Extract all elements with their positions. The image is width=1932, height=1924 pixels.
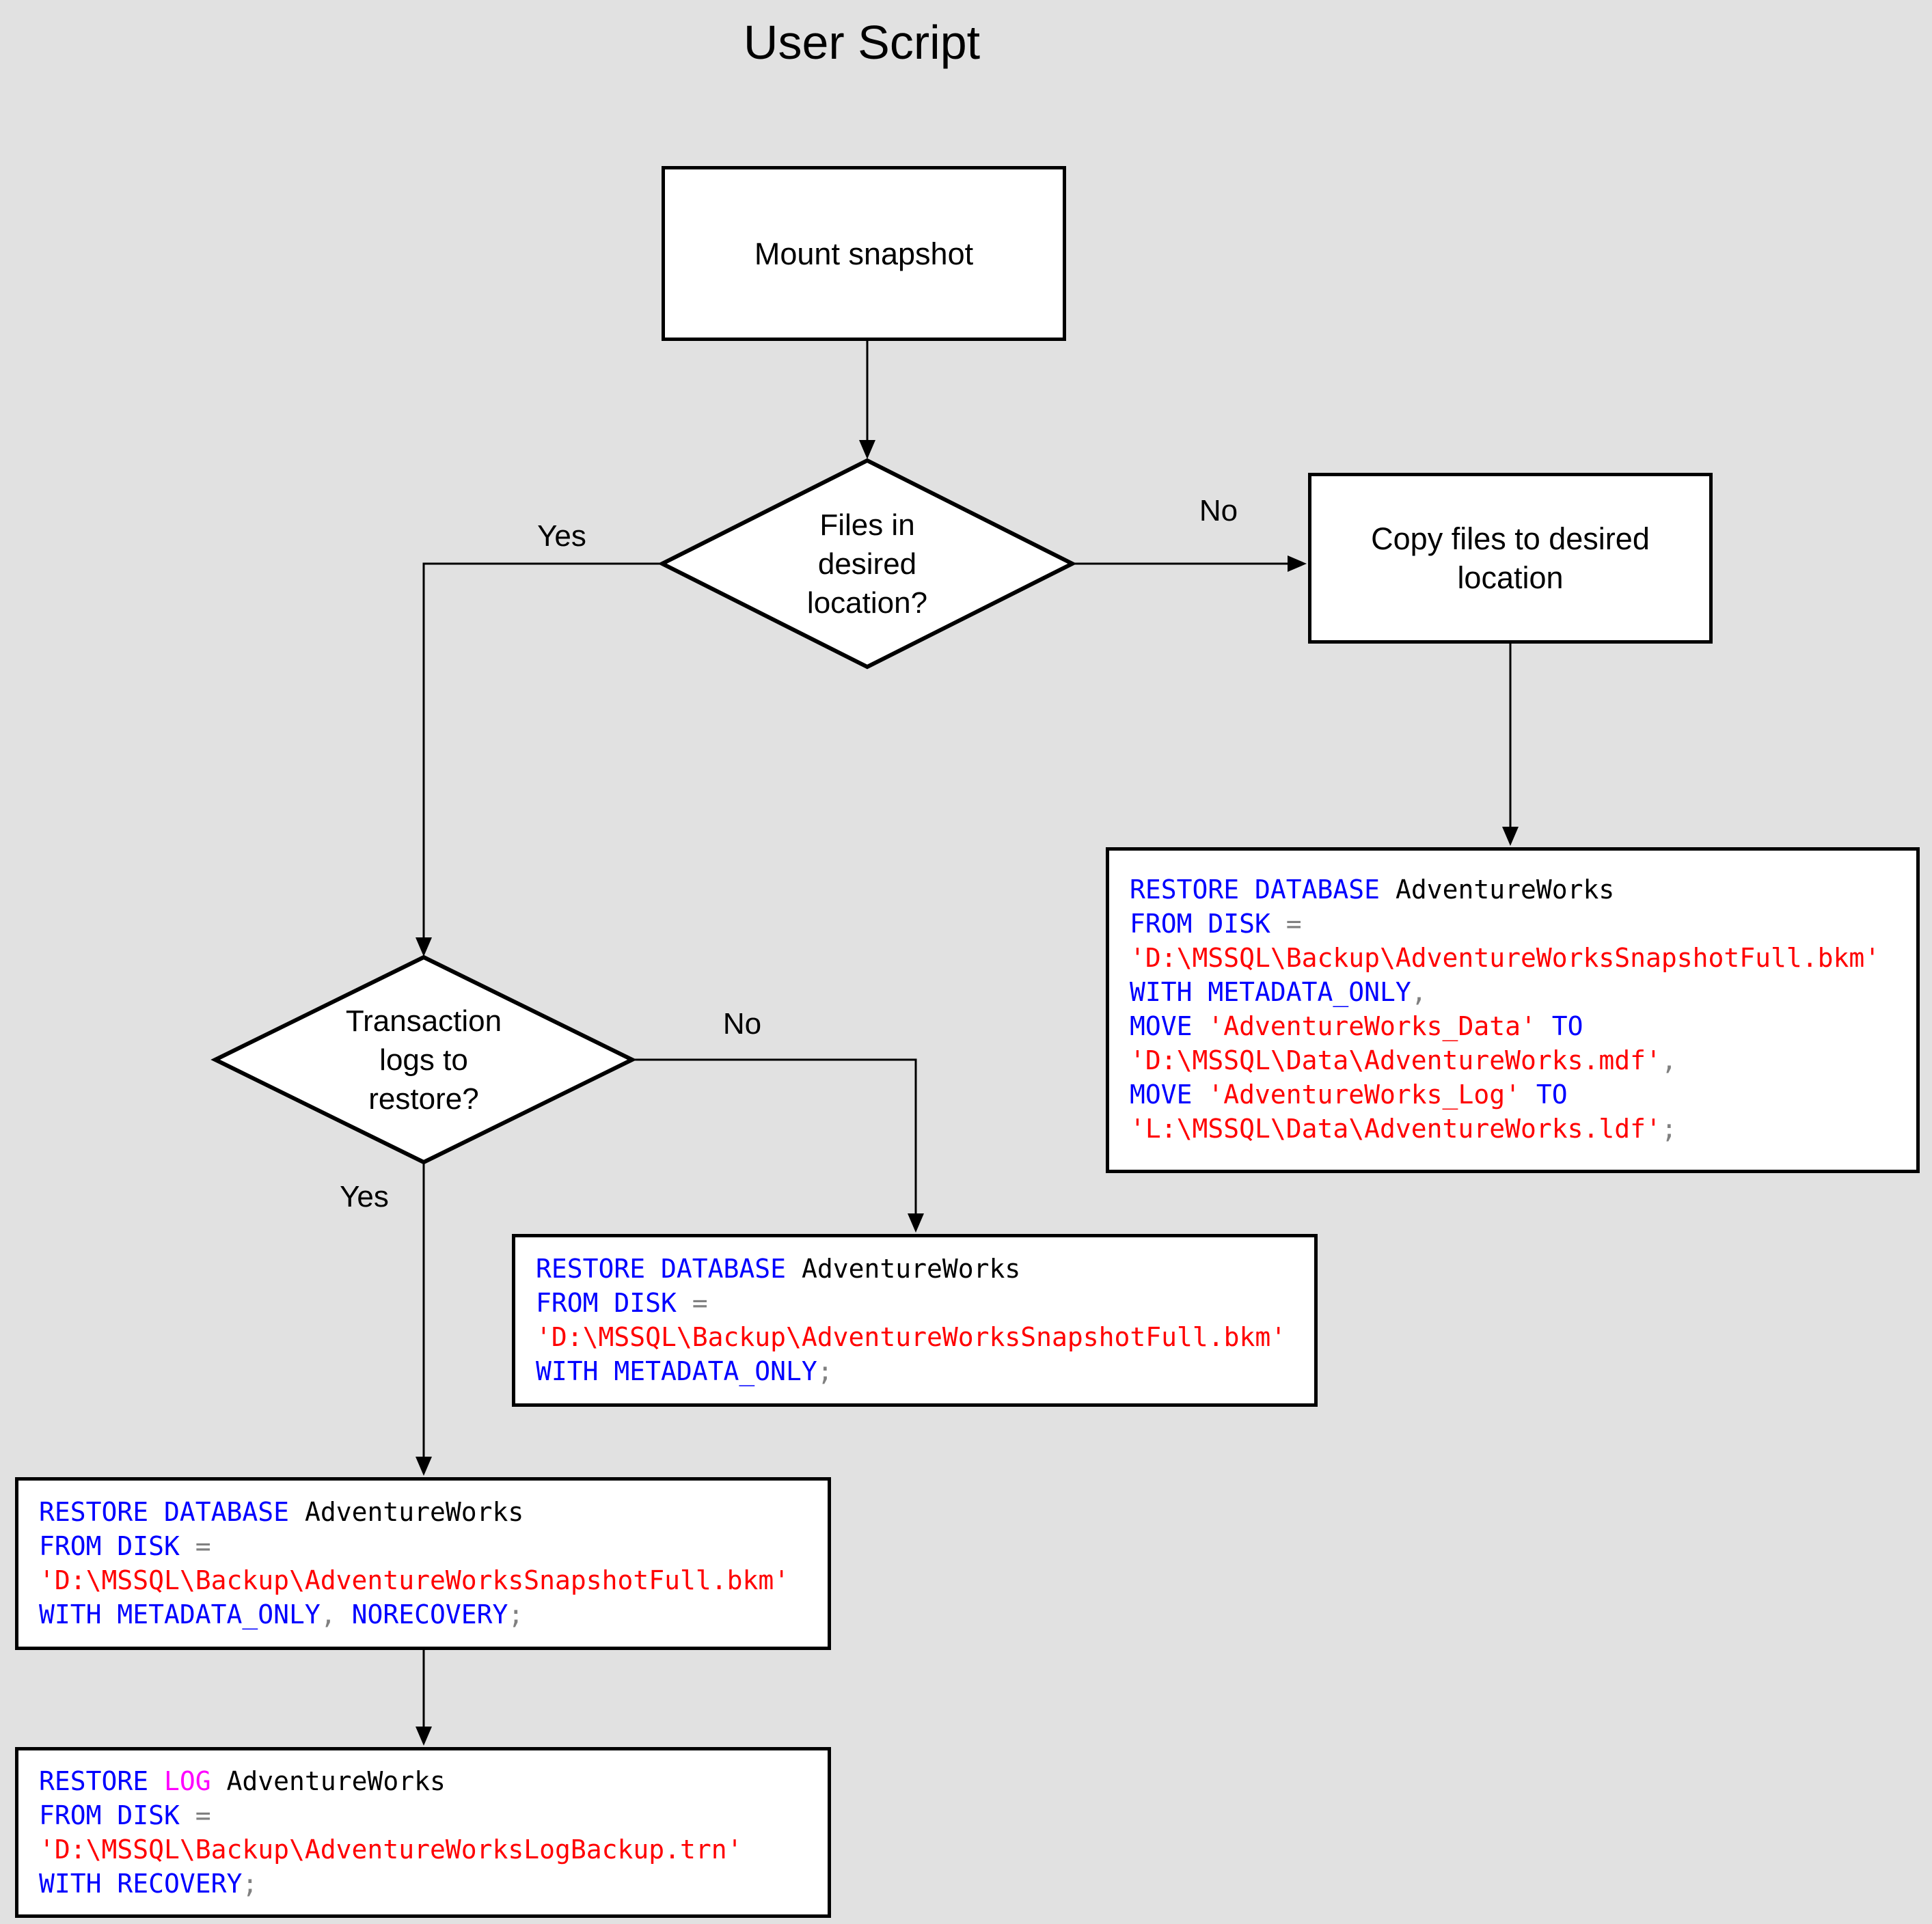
- code-line: RESTORE DATABASE AdventureWorks: [39, 1497, 524, 1527]
- code-line: 'D:\MSSQL\Backup\AdventureWorksLogBackup…: [39, 1834, 743, 1865]
- arrowhead-copy-box: [1288, 555, 1307, 572]
- logs-decision-line: Transaction: [345, 1004, 502, 1038]
- code-line: RESTORE LOG AdventureWorks: [39, 1766, 446, 1796]
- arrowhead-logs-decision: [416, 937, 432, 957]
- arrowhead-restore-move-code: [1502, 827, 1519, 846]
- code-line: WITH METADATA_ONLY;: [536, 1356, 833, 1386]
- code-line: FROM DISK =: [1130, 909, 1302, 939]
- edge-label-logs-no: No: [722, 1007, 762, 1041]
- code-line: MOVE 'AdventureWorks_Data' TO: [1130, 1011, 1583, 1041]
- logs-decision-diamond: [210, 954, 637, 1165]
- files-decision-line: Files in: [819, 508, 915, 542]
- code-line: 'L:\MSSQL\Data\AdventureWorks.ldf';: [1130, 1114, 1677, 1144]
- files-decision-diamond: [657, 458, 1077, 670]
- code-line: WITH RECOVERY;: [39, 1869, 258, 1899]
- code-line: RESTORE DATABASE AdventureWorks: [536, 1254, 1021, 1284]
- node-mount-snapshot: Mount snapshot: [662, 166, 1066, 341]
- files-decision-line: desired: [817, 547, 917, 581]
- arrowhead-norecovery-code: [416, 1457, 432, 1476]
- logs-decision-line: restore?: [368, 1082, 479, 1116]
- code-line: 'D:\MSSQL\Data\AdventureWorks.mdf',: [1130, 1045, 1677, 1075]
- node-copy-files: Copy files to desired location: [1308, 473, 1713, 644]
- node-mount-snapshot-label: Mount snapshot: [754, 236, 974, 271]
- arrowhead-restore-log-code: [416, 1727, 432, 1746]
- code-line: MOVE 'AdventureWorks_Log' TO: [1130, 1080, 1568, 1110]
- code-line: 'D:\MSSQL\Backup\AdventureWorksSnapshotF…: [39, 1565, 790, 1595]
- code-line: FROM DISK =: [536, 1288, 708, 1318]
- page-title: User Script: [743, 16, 981, 69]
- edge-label-files-no: No: [1199, 494, 1238, 527]
- code-line: 'D:\MSSQL\Backup\AdventureWorksSnapshotF…: [1130, 943, 1881, 973]
- code-line: 'D:\MSSQL\Backup\AdventureWorksSnapshotF…: [536, 1322, 1287, 1352]
- edge-logs-no: [632, 1058, 917, 1215]
- edge-label-logs-yes: Yes: [340, 1180, 389, 1213]
- node-copy-files-label-line: Copy files to desired: [1371, 521, 1650, 556]
- edge-label-files-yes: Yes: [537, 519, 586, 553]
- code-line: RESTORE DATABASE AdventureWorks: [1130, 875, 1615, 905]
- files-decision-line: location?: [806, 586, 928, 620]
- code-line: FROM DISK =: [39, 1800, 211, 1830]
- node-logs-decision-label: Transaction logs to restore?: [253, 1000, 595, 1120]
- code-line: WITH METADATA_ONLY, NORECOVERY;: [39, 1599, 524, 1630]
- code-line: FROM DISK =: [39, 1531, 211, 1561]
- node-copy-files-label-line: location: [1457, 560, 1564, 595]
- arrowhead-files-decision: [859, 440, 875, 459]
- node-files-decision-label: Files in desired location?: [696, 504, 1038, 624]
- code-line: WITH METADATA_ONLY,: [1130, 977, 1427, 1007]
- edge-files-yes: [422, 562, 662, 937]
- logs-decision-line: logs to: [379, 1043, 468, 1077]
- arrowhead-metadata-only-code: [908, 1213, 924, 1233]
